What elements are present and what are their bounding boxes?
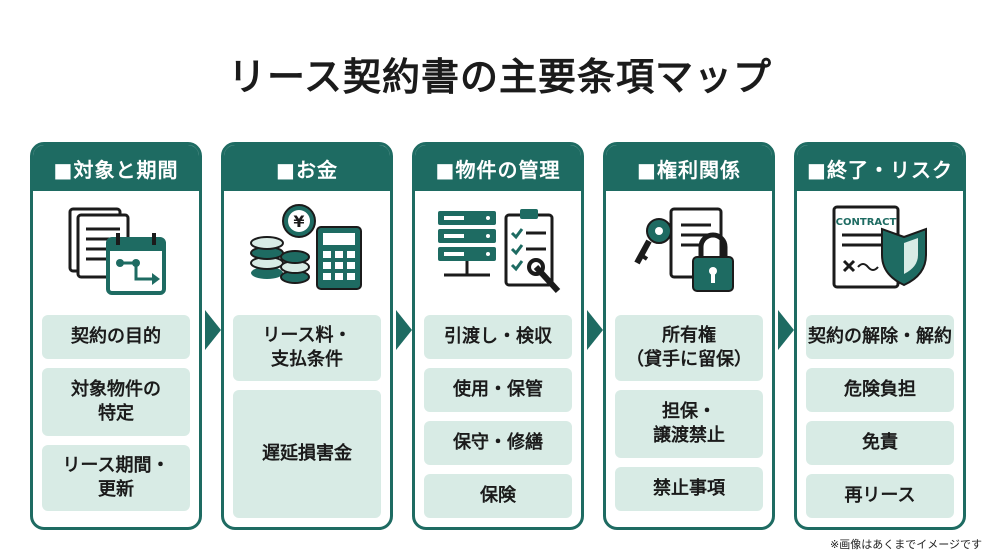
contract-shield-icon: CONTRACT: [797, 191, 963, 311]
arrow-icon: [396, 310, 412, 350]
server-checklist-icon: [415, 191, 581, 311]
contract-label: CONTRACT: [836, 217, 897, 228]
list-item: 所有権 （貸手に留保）: [615, 315, 763, 381]
column-header: ■物件の管理: [415, 145, 581, 191]
list-item: 保守・修繕: [424, 421, 572, 465]
key-lock-icon: [606, 191, 772, 311]
list-item: 契約の目的: [42, 315, 190, 359]
list-item: 再リース: [806, 474, 954, 518]
arrow-icon: [587, 310, 603, 350]
document-calendar-icon: [33, 191, 199, 311]
column-header: ■権利関係: [606, 145, 772, 191]
list-item: 免責: [806, 421, 954, 465]
column-money: ■お金 ¥ リース料・ 支払条件 遅延損害金: [221, 142, 393, 530]
column-termination-risk: ■終了・リスク CONTRACT 契約の解除・解約 危険負担 免責 再リース: [794, 142, 966, 530]
list-item: リース期間・ 更新: [42, 445, 190, 511]
arrow-icon: [205, 310, 221, 350]
list-item: 遅延損害金: [233, 390, 381, 518]
list-item: 使用・保管: [424, 368, 572, 412]
list-item: 禁止事項: [615, 467, 763, 511]
column-header: ■お金: [224, 145, 390, 191]
list-item: 対象物件の 特定: [42, 368, 190, 436]
list-item: 担保・ 譲渡禁止: [615, 390, 763, 458]
list-item: 契約の解除・解約: [806, 315, 954, 359]
yen-symbol: ¥: [293, 212, 304, 231]
column-header: ■終了・リスク: [797, 145, 963, 191]
arrow-icon: [778, 310, 794, 350]
list-item: リース料・ 支払条件: [233, 315, 381, 381]
column-property-management: ■物件の管理 引渡し・検収 使用・保管 保守・修繕 保険: [412, 142, 584, 530]
column-header: ■対象と期間: [33, 145, 199, 191]
column-target-period: ■対象と期間 契約の目的 対象物件の 特定 リース期間・ 更新: [30, 142, 202, 530]
list-item: 危険負担: [806, 368, 954, 412]
page-title: リース契約書の主要条項マップ: [227, 55, 773, 99]
coins-calculator-icon: ¥: [224, 191, 390, 311]
list-item: 引渡し・検収: [424, 315, 572, 359]
list-item: 保険: [424, 474, 572, 518]
disclaimer-note: ※画像はあくまでイメージです: [830, 538, 982, 551]
column-rights: ■権利関係 所有権 （貸手に留保） 担保・ 譲渡禁止 禁止事項: [603, 142, 775, 530]
